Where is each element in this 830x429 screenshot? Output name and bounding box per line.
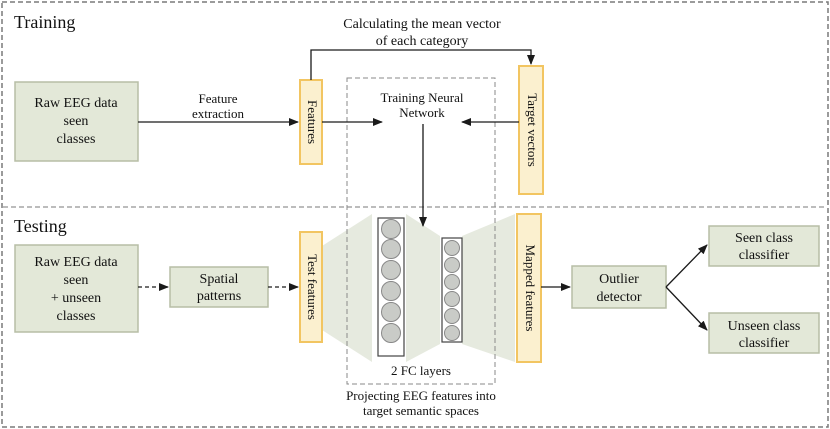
nn-trapezoid-right: [462, 214, 515, 362]
unseen-classifier-line1: Unseen class: [728, 319, 801, 334]
fc-layer-2: [441, 237, 463, 343]
spatial-patterns-box: [169, 266, 269, 308]
fc-layers-label: 2 FC layers: [391, 363, 451, 378]
outlier-detector-box: [571, 265, 667, 309]
raw-eeg-unseen-line1: Raw EEG data: [34, 255, 118, 270]
neuron: [444, 291, 460, 307]
unseen-classifier-box: [708, 312, 820, 354]
feature-extraction-line1: Feature: [199, 91, 238, 106]
arrow-mean-vector: [310, 49, 535, 80]
test-features-box: [299, 231, 323, 343]
mean-vector-line2: of each category: [376, 34, 469, 49]
raw-eeg-unseen-line3: + unseen: [51, 291, 101, 306]
fc-layer-1-neurons: [381, 219, 401, 343]
fc-layer-1: [377, 217, 405, 357]
outlier-detector-line2: detector: [596, 290, 641, 305]
mapped-features-label: Mapped features: [523, 245, 538, 332]
spatial-patterns-line1: Spatial: [200, 272, 239, 287]
seen-classifier-box: [708, 225, 820, 267]
raw-eeg-seen-line2: seen: [64, 114, 89, 129]
seen-classifier-line1: Seen class: [735, 231, 793, 246]
raw-eeg-unseen-box: [14, 244, 139, 333]
raw-eeg-seen-line1: Raw EEG data: [34, 96, 118, 111]
neuron: [381, 323, 401, 343]
neuron: [444, 308, 460, 324]
target-vectors-box: [518, 65, 544, 195]
raw-eeg-unseen-line2: seen: [64, 273, 89, 288]
neuron: [444, 240, 460, 256]
neuron: [381, 260, 401, 280]
raw-eeg-unseen-line4: classes: [57, 309, 96, 324]
raw-eeg-seen-line3: classes: [57, 132, 96, 147]
outlier-detector-line1: Outlier: [599, 272, 639, 287]
section-title-training: Training: [14, 12, 75, 32]
projecting-label-line1: Projecting EEG features into: [346, 388, 496, 403]
section-title-testing: Testing: [14, 216, 67, 236]
mean-vector-line1: Calculating the mean vector: [343, 17, 501, 32]
arrow-outlier-to-unseen: [665, 286, 708, 331]
projecting-label-line2: target semantic spaces: [363, 403, 479, 418]
training-nn-line1: Training Neural: [381, 90, 464, 105]
features-label: Features: [305, 100, 320, 144]
raw-eeg-seen-box: [14, 81, 139, 162]
neuron: [444, 274, 460, 290]
neuron: [444, 257, 460, 273]
spatial-patterns-line2: patterns: [197, 289, 241, 304]
training-nn-line2: Network: [399, 105, 445, 120]
nn-trapezoid-middle: [406, 214, 440, 362]
nn-dashed-box: [346, 77, 496, 385]
arrow-outlier-to-seen: [665, 244, 708, 288]
neuron: [381, 281, 401, 301]
feature-extraction-line2: extraction: [192, 106, 244, 121]
neuron: [381, 239, 401, 259]
fc-layer-2-neurons: [444, 240, 460, 341]
test-features-label: Test features: [305, 254, 320, 320]
neuron: [444, 325, 460, 341]
target-vectors-label: Target vectors: [525, 93, 540, 167]
seen-classifier-line2: classifier: [739, 248, 790, 263]
unseen-classifier-line2: classifier: [739, 336, 790, 351]
neuron: [381, 302, 401, 322]
neuron: [381, 219, 401, 239]
mapped-features-box: [516, 213, 542, 363]
